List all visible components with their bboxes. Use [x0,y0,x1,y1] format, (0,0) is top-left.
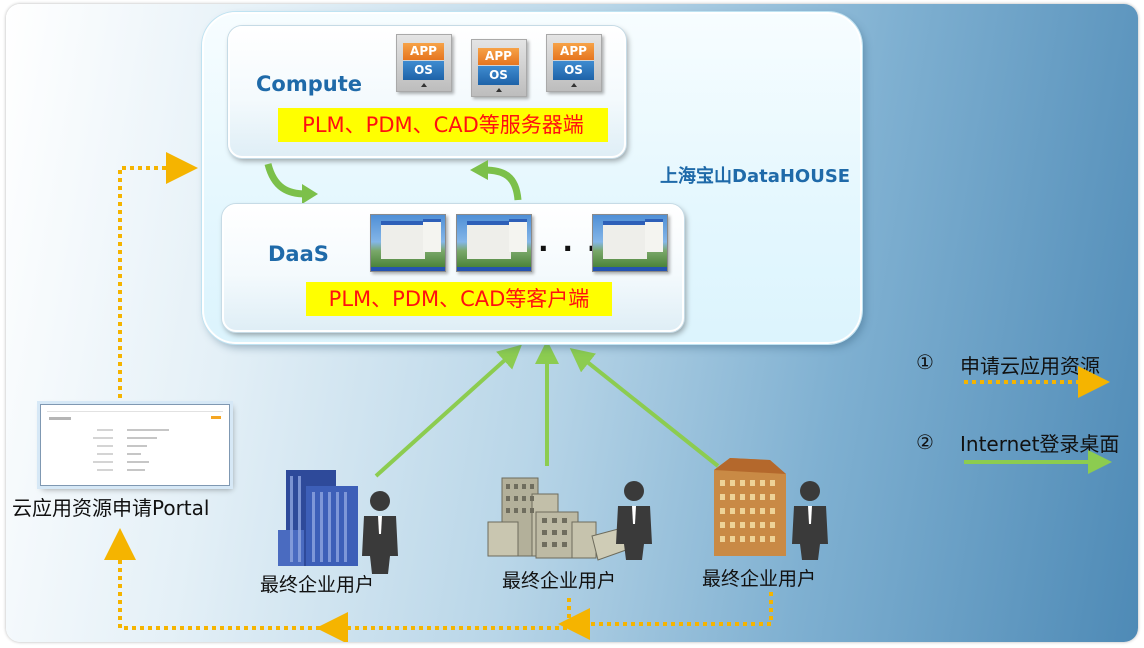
user-group-label-3: 最终企业用户 [702,568,817,590]
compute-title: Compute [256,72,362,96]
user-person-icon-2 [616,481,652,560]
user-group-label-2: 最终企业用户 [502,570,617,592]
desktop-screenshot-2 [456,214,532,272]
user-group-label-1: 最终企业用户 [260,574,375,596]
diagram-canvas: 上海宝山DataHOUSE Compute APP OS APP OS APP … [6,4,1138,642]
daas-title: DaaS [268,242,329,266]
portal-screenshot [40,404,230,486]
login-flow-arrow-3 [569,348,720,468]
sync-arrow-up-icon [483,166,522,201]
legend-solid-arrow-icon [964,450,1112,474]
datacenter-label: 上海宝山DataHOUSE [660,166,851,187]
sync-arrows [264,160,522,204]
desktop-screenshot-1 [370,214,446,272]
sync-arrow-down-icon [264,163,307,198]
request-flow-bottom-path-2 [316,598,571,642]
legend-marker-2: ② [916,430,934,454]
daas-caption: PLM、PDM、CAD等客户端 [306,282,612,316]
request-flow-bottom-path [558,592,773,640]
legend-dotted-arrow-icon [964,366,1110,398]
user-person-icon-1 [362,491,398,574]
user-person-icon-3 [792,481,828,560]
app-os-icon-2: APP OS [471,39,527,97]
request-flow-to-portal-path [104,528,328,630]
desktop-ellipsis: · · · [538,232,600,265]
compute-caption: PLM、PDM、CAD等服务器端 [278,108,608,142]
app-os-icon-1: APP OS [396,34,452,92]
login-flow-arrow-1 [374,344,522,478]
building-brown-icon [714,458,786,556]
legend-marker-1: ① [916,350,934,374]
connector-layer [104,152,773,642]
desktop-screenshot-3 [592,214,668,272]
portal-label: 云应用资源申请Portal [12,496,210,520]
app-os-icon-3: APP OS [546,34,602,92]
building-blue-icon [278,470,358,566]
legend-text-1: 申请云应用资源 [960,354,1100,378]
